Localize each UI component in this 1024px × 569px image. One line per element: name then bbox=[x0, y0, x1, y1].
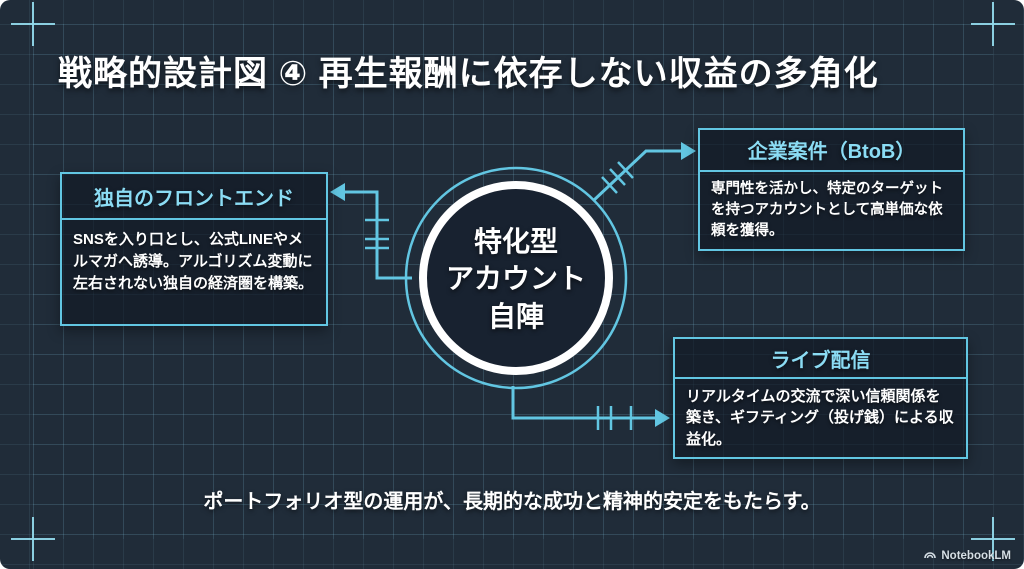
tagline: ポートフォリオ型の運用が、長期的な成功と精神的安定をもたらす。 bbox=[203, 491, 821, 513]
connector-btob bbox=[591, 149, 684, 203]
node-btob-body: 専門性を活かし、特定のターゲットを持つアカウントとして高単価な依頼を獲得。 bbox=[711, 180, 943, 239]
footer-brand: NotebookLM bbox=[923, 549, 1011, 562]
center-node-line3: 自陣 bbox=[487, 300, 544, 332]
center-node-label: 特化型 アカウント 自陣 bbox=[416, 220, 616, 338]
node-frontend: 独自のフロントエンド SNSを入り口とし、公式LINEやメルマガへ誘導。アルゴリ… bbox=[60, 172, 328, 326]
crosshair-mark-top-right bbox=[971, 2, 1015, 46]
arrow-right-icon-btob bbox=[681, 142, 696, 160]
arrow-left-icon bbox=[330, 183, 345, 201]
footer-brand-label: NotebookLM bbox=[941, 549, 1011, 562]
node-frontend-body: SNSを入り口とし、公式LINEやメルマガへ誘導。アルゴリズム変動に左右されない… bbox=[73, 231, 314, 293]
node-live: ライブ配信 リアルタイムの交流で深い信頼関係を築き、ギフティング（投げ銭）による… bbox=[673, 337, 968, 459]
crosshair-mark-top-left bbox=[11, 2, 55, 46]
node-live-title: ライブ配信 bbox=[675, 339, 966, 379]
connector-live bbox=[511, 386, 656, 430]
connector-frontend bbox=[342, 190, 412, 280]
page-title: 戦略的設計図 ④ 再生報酬に依存しない収益の多角化 bbox=[58, 55, 879, 93]
crosshair-mark-bottom-left bbox=[11, 517, 55, 561]
center-node-line1: 特化型 bbox=[473, 226, 558, 258]
node-frontend-title: 独自のフロントエンド bbox=[62, 174, 326, 220]
center-node-line2: アカウント bbox=[445, 263, 586, 295]
notebooklm-logo-icon bbox=[924, 552, 937, 559]
arrow-right-icon-live bbox=[655, 409, 670, 427]
node-btob: 企業案件（BtoB） 専門性を活かし、特定のターゲットを持つアカウントとして高単… bbox=[698, 128, 965, 251]
node-btob-title: 企業案件（BtoB） bbox=[700, 130, 963, 172]
node-live-body: リアルタイムの交流で深い信頼関係を築き、ギフティング（投げ銭）による収益化。 bbox=[686, 388, 954, 448]
